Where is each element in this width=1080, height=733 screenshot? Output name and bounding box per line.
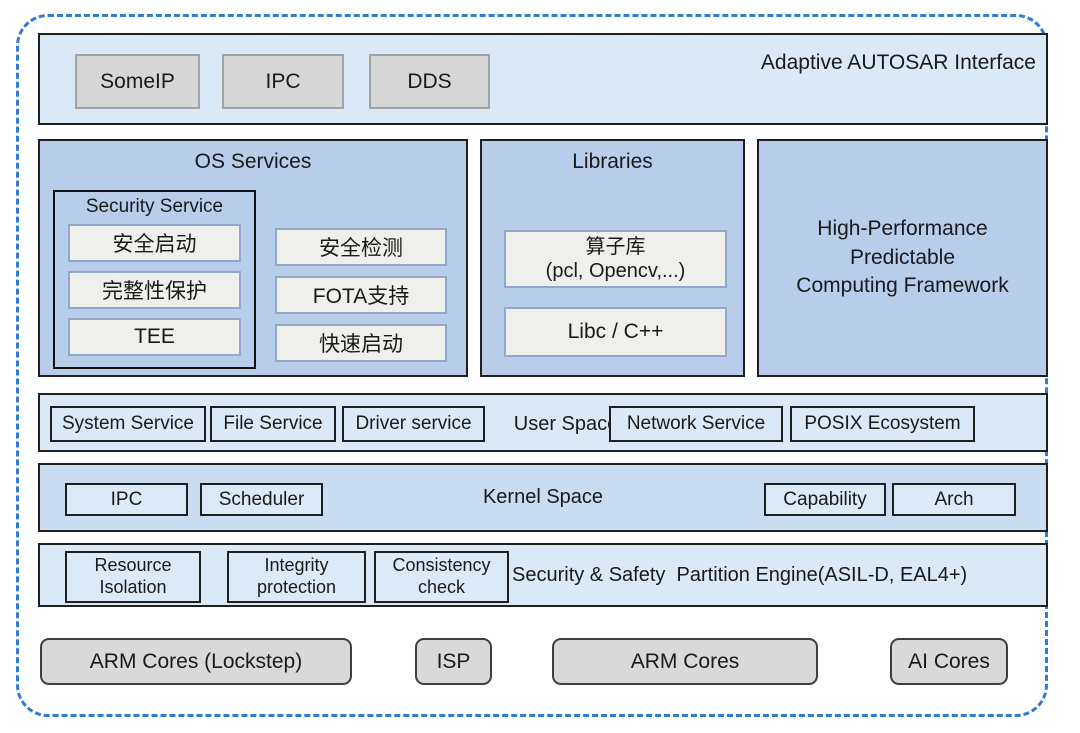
capability-box: Capability	[764, 483, 886, 516]
system-service-box: System Service	[50, 406, 206, 442]
computing-framework-line1: High-Performance	[817, 217, 988, 241]
computing-framework-line2: Predictable	[849, 245, 956, 269]
adaptive-autosar-interface-title: Adaptive AUTOSAR Interface	[760, 51, 1036, 74]
dds-box: DDS	[369, 54, 490, 109]
os-services-right-items: 安全检测 FOTA支持 快速启动	[275, 228, 447, 362]
consistency-check-box: Consistency check	[374, 551, 509, 603]
integrity-protection-partition-box: Integrity protection	[227, 551, 366, 603]
ai-cores-chip: AI Cores	[890, 638, 1008, 685]
adaptive-autosar-interface-bar: SomeIP IPC DDS Adaptive AUTOSAR Interfac…	[38, 33, 1048, 125]
operator-library-line2: (pcl, Opencv,...)	[545, 260, 686, 282]
user-space-label: User Space	[513, 412, 619, 435]
security-detection-box: 安全检测	[275, 228, 447, 266]
integrity-protection-line1: Integrity	[264, 555, 329, 576]
libc-box: Libc / C++	[504, 307, 727, 357]
integrity-protection-line2: protection	[256, 577, 337, 597]
os-services-title: OS Services	[194, 150, 312, 173]
integrity-protection-box: 完整性保护	[68, 271, 241, 309]
operator-library-line1: 算子库	[585, 236, 646, 258]
posix-ecosystem-box: POSIX Ecosystem	[790, 406, 975, 442]
computing-framework-section: High-Performance Predictable Computing F…	[757, 139, 1048, 377]
arm-cores-chip: ARM Cores	[552, 638, 818, 685]
security-service-items: 安全启动 完整性保护 TEE	[68, 224, 241, 356]
arm-cores-lockstep-chip: ARM Cores (Lockstep)	[40, 638, 352, 685]
computing-framework-line3: Computing Framework	[796, 274, 1009, 298]
consistency-check-line2: check	[417, 577, 466, 597]
kernel-ipc-box: IPC	[65, 483, 188, 516]
kernel-space-label: Kernel Space	[482, 486, 604, 508]
isp-chip: ISP	[415, 638, 492, 685]
security-service-group: Security Service 安全启动 完整性保护 TEE	[53, 190, 256, 369]
partition-engine-label: Security & Safety Partition Engine(ASIL-…	[512, 563, 968, 586]
libraries-title: Libraries	[572, 150, 653, 173]
secure-boot-box: 安全启动	[68, 224, 241, 262]
ipc-box: IPC	[222, 54, 344, 109]
resource-isolation-line2: Isolation	[99, 577, 167, 597]
operator-library-box: 算子库 (pcl, Opencv,...)	[504, 230, 727, 288]
partition-engine-band: Resource Isolation Integrity protection …	[38, 543, 1048, 607]
user-space-band: System Service File Service Driver servi…	[38, 393, 1048, 452]
arch-box: Arch	[892, 483, 1016, 516]
scheduler-box: Scheduler	[200, 483, 323, 516]
security-service-title: Security Service	[85, 196, 224, 217]
tee-box: TEE	[68, 318, 241, 356]
someip-box: SomeIP	[75, 54, 200, 109]
consistency-check-line1: Consistency	[392, 555, 491, 576]
kernel-space-band: Kernel Space IPC Scheduler Capability Ar…	[38, 463, 1048, 532]
os-services-section: OS Services Security Service 安全启动 完整性保护 …	[38, 139, 468, 377]
libraries-section: Libraries 算子库 (pcl, Opencv,...) Libc / C…	[480, 139, 745, 377]
resource-isolation-line1: Resource	[94, 555, 172, 576]
fast-boot-box: 快速启动	[275, 324, 447, 362]
driver-service-box: Driver service	[342, 406, 485, 442]
computing-framework-label: High-Performance Predictable Computing F…	[759, 141, 1046, 375]
file-service-box: File Service	[210, 406, 336, 442]
fota-support-box: FOTA支持	[275, 276, 447, 314]
resource-isolation-box: Resource Isolation	[65, 551, 201, 603]
network-service-box: Network Service	[609, 406, 783, 442]
